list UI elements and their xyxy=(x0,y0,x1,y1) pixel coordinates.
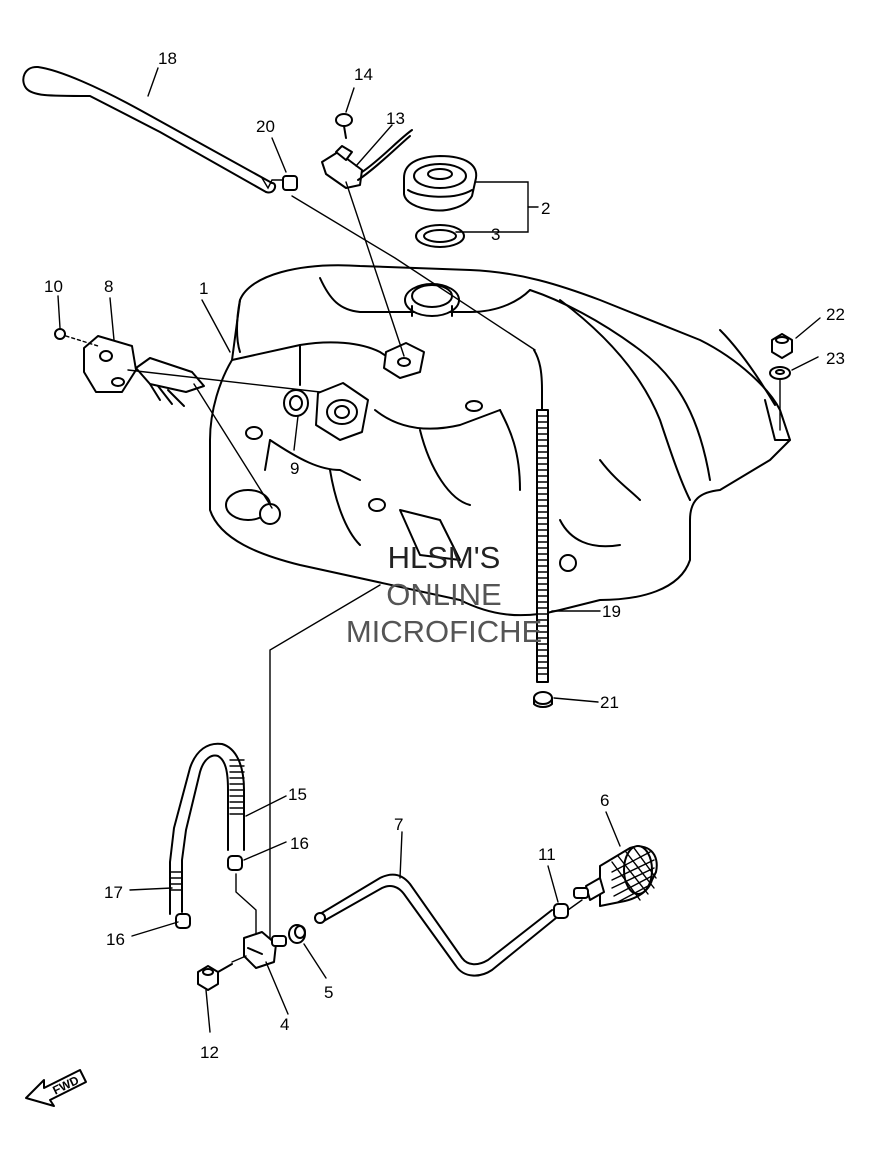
cap-gasket xyxy=(415,224,465,248)
part-label-2: 2 xyxy=(541,199,550,218)
hose-clip-11 xyxy=(553,899,583,919)
forward-direction-arrow: FWD xyxy=(25,1069,87,1107)
bolt-12 xyxy=(197,963,233,991)
hose-clip-20 xyxy=(261,175,298,191)
bolt-10 xyxy=(54,328,99,347)
fuel-cap xyxy=(403,155,478,212)
bolt-14 xyxy=(335,113,353,139)
vent-valve xyxy=(321,129,413,357)
part-label-7: 7 xyxy=(394,815,403,834)
part-label-10: 10 xyxy=(44,277,63,296)
part-label-13: 13 xyxy=(386,109,405,128)
part-label-9: 9 xyxy=(290,459,299,478)
fuel-filter xyxy=(573,845,658,907)
part-label-12: 12 xyxy=(200,1043,219,1062)
part-label-8: 8 xyxy=(104,277,113,296)
joint-5 xyxy=(288,924,306,944)
fuel-hose-15 xyxy=(169,584,381,946)
part-label-17: 17 xyxy=(104,883,123,902)
part-label-1: 1 xyxy=(199,279,208,298)
hose-cap-21 xyxy=(533,691,553,708)
watermark-line-3: MICROFICHE xyxy=(346,614,542,649)
part-label-4: 4 xyxy=(280,1015,289,1034)
part-label-19: 19 xyxy=(602,602,621,621)
grommet-9 xyxy=(283,389,309,417)
fuel-line-7 xyxy=(314,873,557,977)
part-label-14: 14 xyxy=(354,65,373,84)
fuel-tank xyxy=(209,264,791,617)
part-label-11: 11 xyxy=(538,845,556,864)
fuel-cock xyxy=(231,931,287,969)
part-label-5: 5 xyxy=(324,983,333,1002)
hose-clamp-16 xyxy=(175,855,257,937)
part-label-16-lower: 16 xyxy=(106,930,125,949)
part-label-18: 18 xyxy=(158,49,177,68)
part-label-16-upper: 16 xyxy=(290,834,309,853)
part-number-labels: 1 2 3 4 5 6 7 8 9 10 11 12 13 14 15 16 1… xyxy=(44,49,845,1062)
part-label-3: 3 xyxy=(491,225,500,244)
watermark-line-1: HLSM'S xyxy=(388,540,501,575)
part-label-21: 21 xyxy=(600,693,619,712)
part-label-6: 6 xyxy=(600,791,609,810)
washer-23 xyxy=(769,366,791,431)
part-label-23: 23 xyxy=(826,349,845,368)
watermark: HLSM'S ONLINE MICROFICHE xyxy=(346,540,542,649)
vent-hose xyxy=(22,65,536,351)
part-label-22: 22 xyxy=(826,305,845,324)
part-label-20: 20 xyxy=(256,117,275,136)
watermark-line-2: ONLINE xyxy=(386,577,501,612)
sender-bracket xyxy=(83,335,321,509)
nut-22 xyxy=(771,333,793,359)
part-label-15: 15 xyxy=(288,785,307,804)
leader-lines xyxy=(57,67,821,1033)
overflow-hose xyxy=(533,349,549,683)
